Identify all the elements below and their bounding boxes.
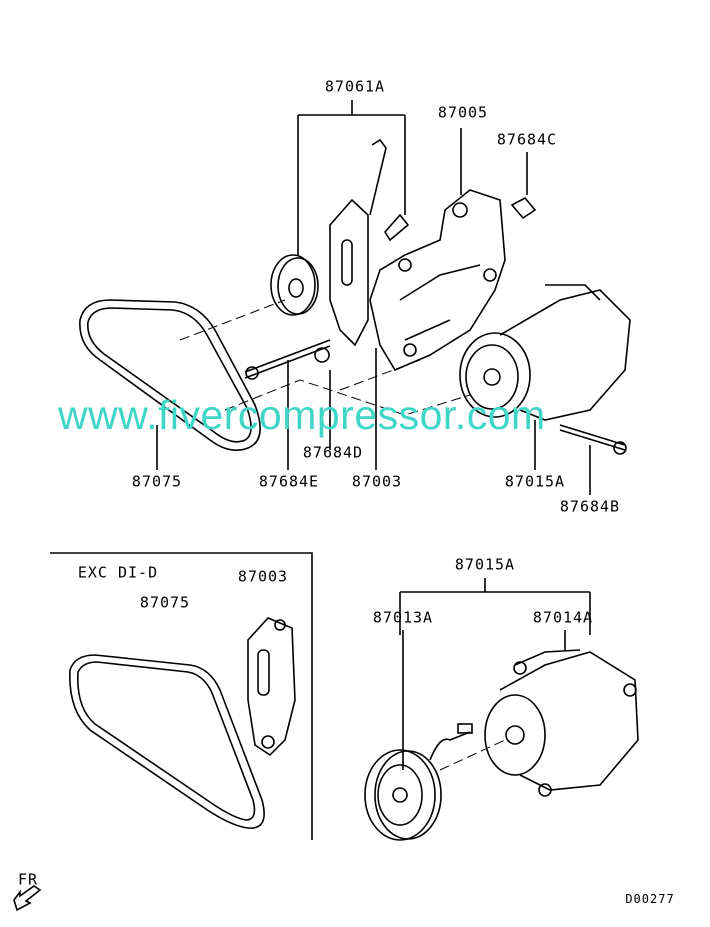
label-87684D: 87684D	[302, 443, 364, 462]
watermark: www.fivercompressor.com	[58, 392, 546, 438]
tensioner-bracket	[244, 138, 410, 380]
label-87684C: 87684C	[496, 130, 558, 149]
label-87061A: 87061A	[324, 77, 386, 96]
compressor	[459, 284, 631, 455]
compressor-bracket	[369, 189, 537, 372]
inset-belt	[69, 654, 265, 829]
leader-lines	[50, 100, 591, 840]
label-87013A: 87013A	[372, 608, 434, 627]
front-arrow-icon	[13, 885, 42, 912]
label-87015A-breakdown: 87015A	[454, 555, 516, 574]
compressor-body	[484, 649, 639, 797]
label-87075: 87075	[131, 472, 183, 491]
inset-tensioner	[247, 617, 296, 757]
label-87005: 87005	[437, 103, 489, 122]
inset-label-87003: 87003	[237, 567, 289, 586]
front-indicator: FR	[17, 870, 39, 889]
inset-label-87075: 87075	[139, 593, 191, 612]
label-87014A: 87014A	[532, 608, 594, 627]
diagram-code: D00277	[625, 891, 675, 906]
clutch-assembly	[364, 723, 473, 841]
idler-pulley	[270, 254, 319, 316]
label-87684B: 87684B	[559, 497, 621, 516]
label-87003: 87003	[351, 472, 403, 491]
label-87015A: 87015A	[504, 472, 566, 491]
label-87684E: 87684E	[258, 472, 320, 491]
inset-title: EXC DI-D	[77, 563, 159, 582]
alignment-lines	[179, 299, 471, 416]
drive-belt	[79, 299, 261, 451]
